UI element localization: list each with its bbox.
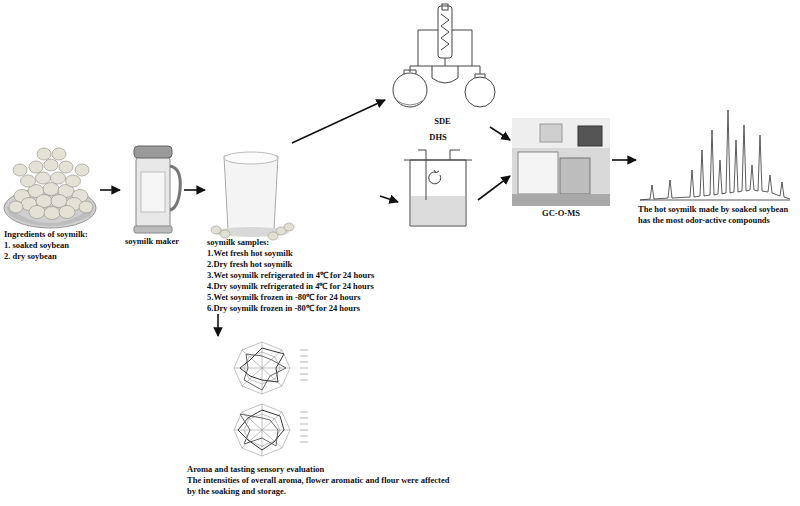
stage-text: 2.Dry fresh hot soymilk: [207, 259, 378, 270]
stage-text: The hot soymilk made by soaked soybean h…: [638, 204, 794, 226]
flow-arrow: [478, 176, 510, 200]
sensory-radar-charts: [234, 342, 308, 456]
stage-text: 1.Wet fresh hot soymilk: [207, 248, 378, 259]
stage-text: Aroma and tasting sensory evaluation: [187, 464, 453, 475]
stage-text: GC-O-MS: [512, 208, 610, 219]
stage-text: soymilk maker: [122, 236, 182, 247]
flow-arrow: [490, 127, 510, 140]
stage-text: The intensities of overall aroma, flower…: [187, 475, 453, 497]
process-stage: SDE: [385, 2, 500, 127]
soymilk-maker: [134, 146, 180, 233]
gc-o-ms-photo: [512, 118, 610, 206]
flow-arrow: [292, 100, 385, 143]
process-stage: soymilk maker: [120, 140, 184, 247]
stage-text: Ingredients of soymilk:: [4, 229, 98, 240]
process-stage: GC-O-MS: [510, 116, 612, 219]
chromatogram: [640, 110, 790, 200]
stage-text: 3.Wet soymilk refrigerated in 4℃ for 24 …: [207, 270, 378, 281]
flow-arrow: [184, 189, 205, 191]
stage-text: 1. soaked soybean: [4, 240, 98, 251]
stage-text: 2. dry soybean: [4, 251, 98, 262]
soybean-bowl: [4, 148, 96, 228]
process-stage: Ingredients of soymilk:1. soaked soybean…: [2, 143, 100, 262]
sde-apparatus: [393, 4, 495, 107]
stage-text: soymilk samples:: [207, 237, 378, 248]
process-stage: Aroma and tasting sensory evaluationThe …: [185, 336, 455, 497]
stage-text: SDE: [387, 116, 498, 127]
stage-text: 4.Dry soymilk refrigerated in 4℃ for 24 …: [207, 281, 378, 292]
dhs-apparatus: [404, 150, 472, 226]
flow-arrow: [217, 314, 219, 336]
process-stage: The hot soymilk made by soaked soybean h…: [636, 96, 796, 226]
stage-text: DHS: [400, 132, 476, 143]
process-stage: DHS: [398, 132, 478, 235]
flow-arrow: [612, 159, 636, 161]
soymilk-glass: [211, 152, 294, 240]
flow-arrow: [380, 196, 398, 202]
stage-text: 6.Dry soymilk frozen in -80℃ for 24 hour…: [207, 303, 378, 314]
process-stage: soymilk samples:1.Wet fresh hot soymilk2…: [205, 143, 380, 314]
flow-arrow: [100, 189, 120, 191]
stage-text: 5.Wet soymilk frozen in -80℃ for 24 hour…: [207, 292, 378, 303]
